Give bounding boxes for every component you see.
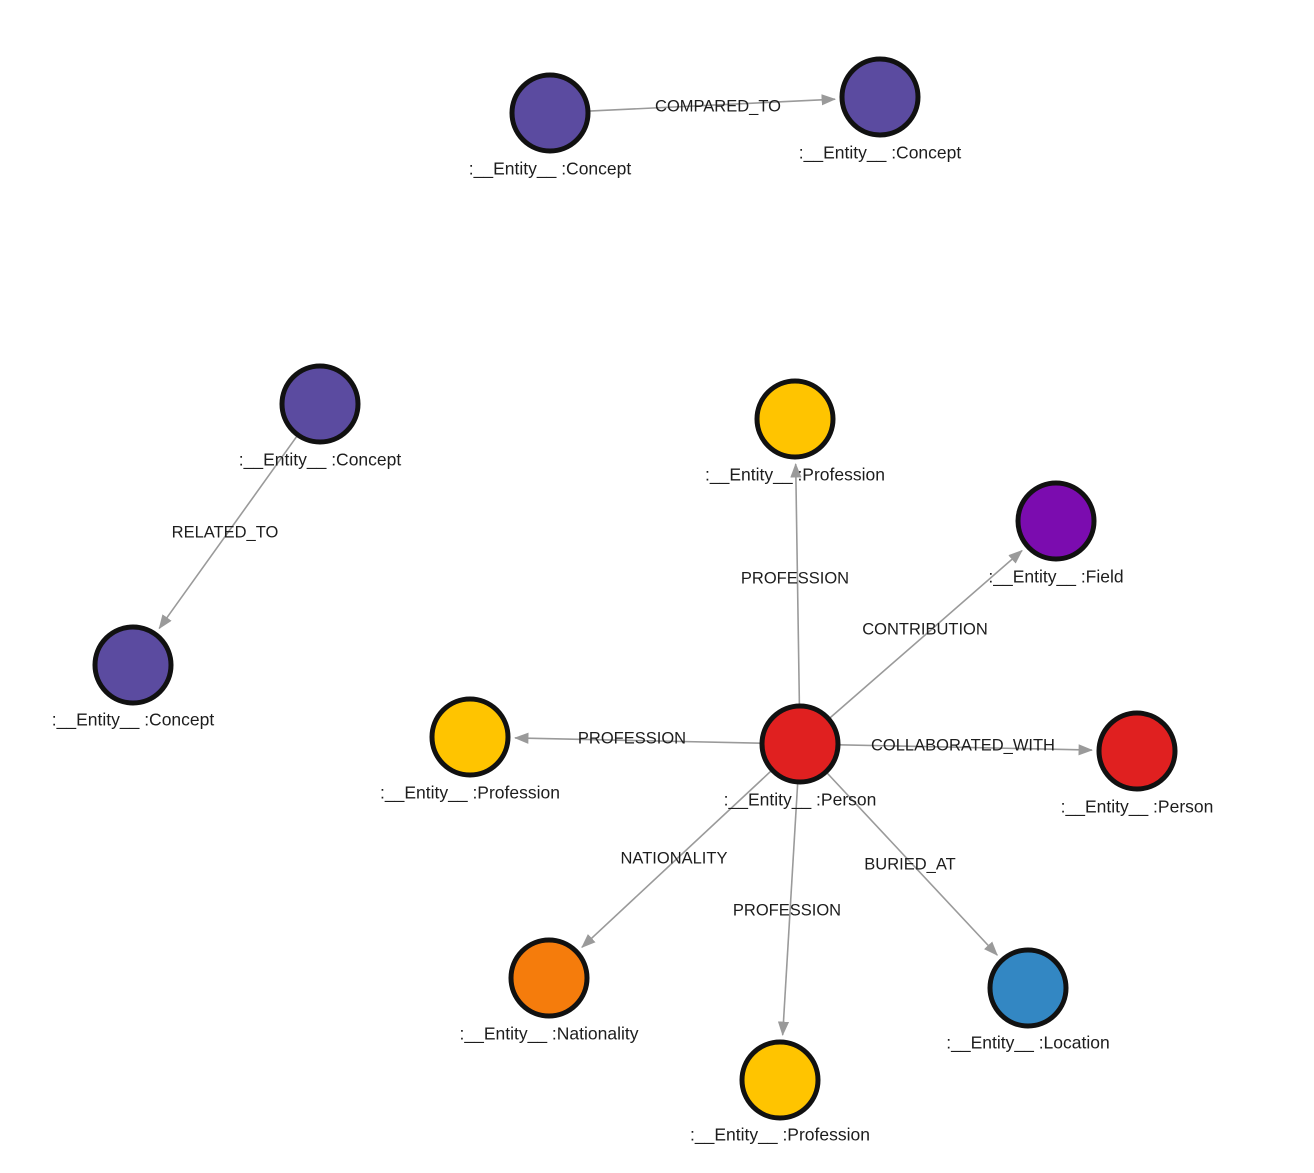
graph-edge-compared-to[interactable] <box>588 94 837 112</box>
node-labels-layer: :__Entity__ :Concept :__Entity__ :Concept… <box>52 143 1214 1146</box>
node-label-concept-b: :__Entity__ :Concept <box>799 143 962 164</box>
graph-edge-nationality[interactable] <box>581 770 773 948</box>
node-label-profession-top: :__Entity__ :Profession <box>705 465 885 486</box>
graph-node-concept-d[interactable] <box>92 624 174 706</box>
edges-layer <box>158 94 1093 1037</box>
node-label-profession-bottom: :__Entity__ :Profession <box>690 1125 870 1146</box>
edge-label-nationality: NATIONALITY <box>621 849 728 867</box>
edge-label-related-to: RELATED_TO <box>172 523 279 541</box>
node-label-location: :__Entity__ :Location <box>946 1033 1109 1054</box>
edge-label-profession-left: PROFESSION <box>578 729 686 747</box>
node-label-person-center: :__Entity__ :Person <box>724 790 877 811</box>
graph-node-location[interactable] <box>987 947 1069 1029</box>
edge-labels-layer: COMPARED_TO RELATED_TO PROFESSION CONTRIBUT… <box>172 97 1055 919</box>
graph-node-field[interactable] <box>1015 480 1097 562</box>
graph-node-concept-b[interactable] <box>839 56 921 138</box>
graph-edge-buried-at[interactable] <box>826 771 998 956</box>
node-label-profession-left: :__Entity__ :Profession <box>380 783 560 804</box>
graph-edge-profession-left[interactable] <box>514 732 762 744</box>
edge-label-compared-to: COMPARED_TO <box>655 97 781 115</box>
graph-node-concept-c[interactable] <box>279 363 361 445</box>
graph-node-person-center[interactable] <box>759 703 841 785</box>
graph-node-person-right[interactable] <box>1096 710 1178 792</box>
edge-label-profession-bottom: PROFESSION <box>733 901 841 919</box>
edge-label-collaborated-with: COLLABORATED_WITH <box>871 736 1055 754</box>
graph-node-nationality[interactable] <box>508 937 590 1019</box>
edge-label-contribution: CONTRIBUTION <box>862 620 988 638</box>
node-label-concept-a: :__Entity__ :Concept <box>469 159 632 180</box>
nodes-layer <box>92 56 1178 1121</box>
edge-label-buried-at: BURIED_AT <box>864 855 955 873</box>
graph-edge-profession-top[interactable] <box>790 463 802 706</box>
graph-edge-collaborated-with[interactable] <box>838 744 1093 756</box>
graph-node-profession-left[interactable] <box>429 696 511 778</box>
graph-edge-related-to[interactable] <box>158 435 298 630</box>
graph-edge-profession-bottom[interactable] <box>777 782 799 1037</box>
graph-node-profession-bottom[interactable] <box>739 1039 821 1121</box>
edge-label-profession-top: PROFESSION <box>741 569 849 587</box>
node-label-concept-c: :__Entity__ :Concept <box>239 450 402 471</box>
node-label-concept-d: :__Entity__ :Concept <box>52 710 215 731</box>
graph-node-concept-a[interactable] <box>509 72 591 154</box>
graph-node-profession-top[interactable] <box>754 378 836 460</box>
node-label-field: :__Entity__ :Field <box>988 567 1123 588</box>
node-label-person-right: :__Entity__ :Person <box>1061 797 1214 818</box>
node-label-nationality: :__Entity__ :Nationality <box>460 1024 639 1045</box>
graph-edge-contribution[interactable] <box>828 549 1023 719</box>
